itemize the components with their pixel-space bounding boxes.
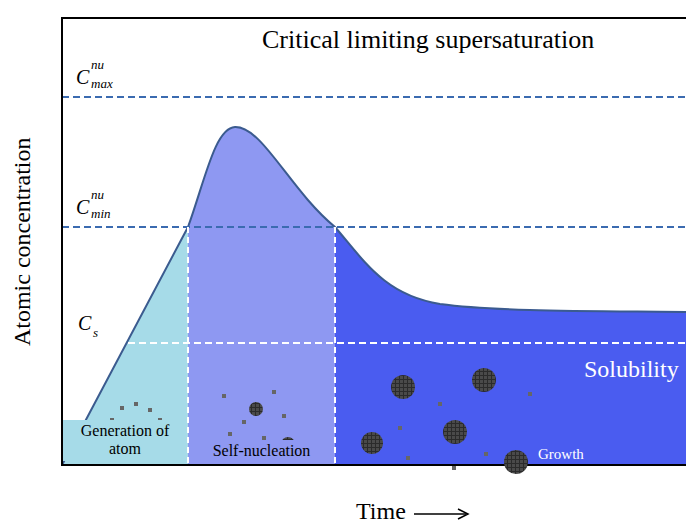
superscript: nu bbox=[91, 188, 104, 203]
subscript: s bbox=[93, 326, 98, 341]
subscript: max bbox=[91, 77, 113, 92]
zone-label: Solubility bbox=[584, 356, 679, 384]
zone-label: Critical limiting supersaturation bbox=[262, 25, 594, 55]
region-label: Generation of atom bbox=[66, 422, 184, 459]
nucleation-region bbox=[188, 127, 335, 465]
axis-title: Atomic concentration bbox=[8, 138, 36, 347]
region-label-box: Self-nucleation bbox=[189, 440, 334, 462]
cmin-line bbox=[62, 226, 686, 228]
axis-title: Time bbox=[356, 498, 406, 526]
divider bbox=[334, 227, 336, 465]
symbol: C bbox=[76, 196, 89, 219]
superscript: nu bbox=[91, 58, 104, 73]
divider bbox=[187, 227, 189, 465]
symbol: C bbox=[76, 66, 89, 89]
region-label: Self-nucleation bbox=[192, 442, 331, 460]
phase-label: Growth bbox=[538, 446, 584, 463]
subscript: min bbox=[91, 207, 111, 222]
plot-frame bbox=[62, 18, 686, 465]
time-arrow bbox=[414, 513, 466, 515]
cmax-line bbox=[62, 96, 686, 98]
solubility-line bbox=[62, 342, 686, 344]
time-arrowhead bbox=[458, 509, 468, 519]
growth-region bbox=[335, 227, 686, 465]
region-label-box: Generation of atom bbox=[63, 420, 187, 461]
concentration-curve bbox=[62, 127, 686, 465]
symbol: C bbox=[78, 312, 91, 335]
